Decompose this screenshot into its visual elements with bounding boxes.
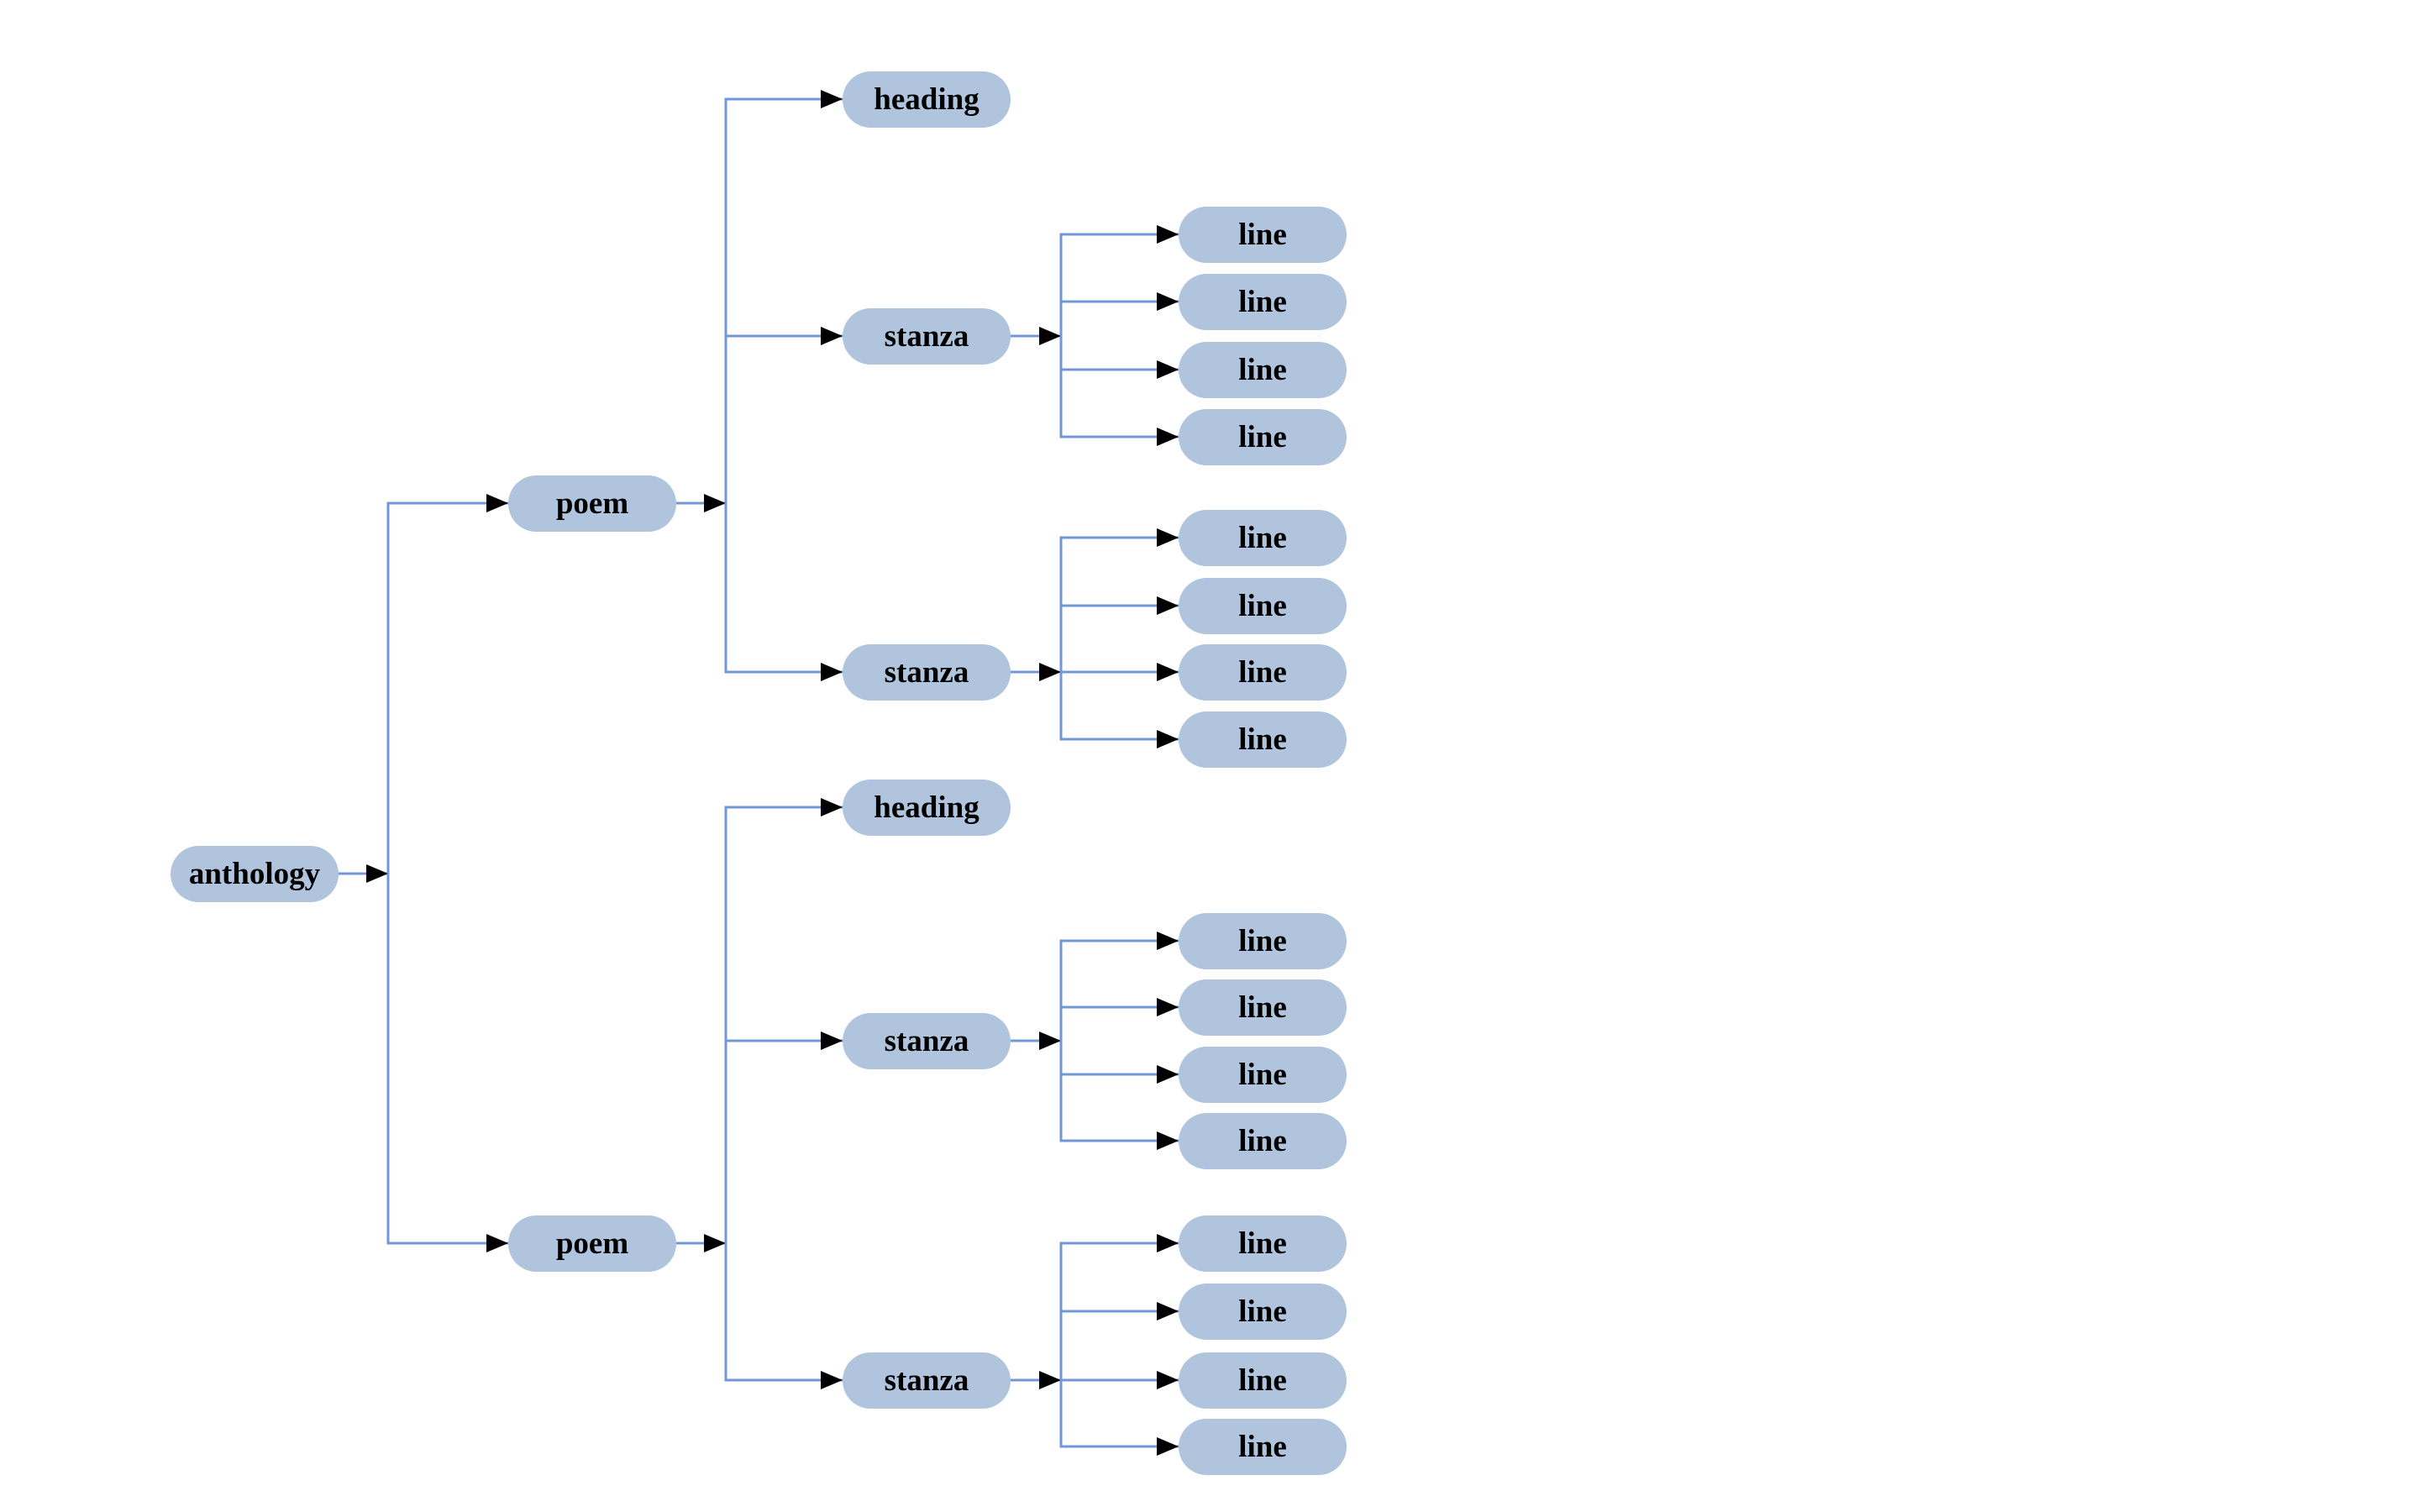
node-line-1-3: line xyxy=(1179,341,1347,398)
node-line-2-3: line xyxy=(1179,643,1347,701)
node-line-2-2: line xyxy=(1179,577,1347,634)
node-line-4-1: line xyxy=(1179,1215,1347,1272)
node-poem-2: poem xyxy=(508,1215,676,1272)
node-heading-2: heading xyxy=(843,779,1011,836)
node-stanza-3: stanza xyxy=(843,1012,1011,1069)
node-line-4-3: line xyxy=(1179,1352,1347,1409)
node-line-4-4: line xyxy=(1179,1418,1347,1475)
node-line-2-1: line xyxy=(1179,509,1347,566)
node-line-3-4: line xyxy=(1179,1112,1347,1169)
node-stanza-4: stanza xyxy=(843,1352,1011,1409)
node-line-3-2: line xyxy=(1179,979,1347,1036)
node-stanza-1: stanza xyxy=(843,307,1011,365)
node-line-4-2: line xyxy=(1179,1283,1347,1340)
node-line-2-4: line xyxy=(1179,711,1347,768)
node-line-1-1: line xyxy=(1179,206,1347,263)
node-line-3-3: line xyxy=(1179,1046,1347,1103)
node-heading-1: heading xyxy=(843,71,1011,128)
node-line-1-2: line xyxy=(1179,273,1347,330)
node-stanza-2: stanza xyxy=(843,643,1011,701)
node-line-3-1: line xyxy=(1179,912,1347,969)
node-poem-1: poem xyxy=(508,475,676,532)
node-line-1-4: line xyxy=(1179,408,1347,465)
node-anthology: anthology xyxy=(171,845,339,902)
